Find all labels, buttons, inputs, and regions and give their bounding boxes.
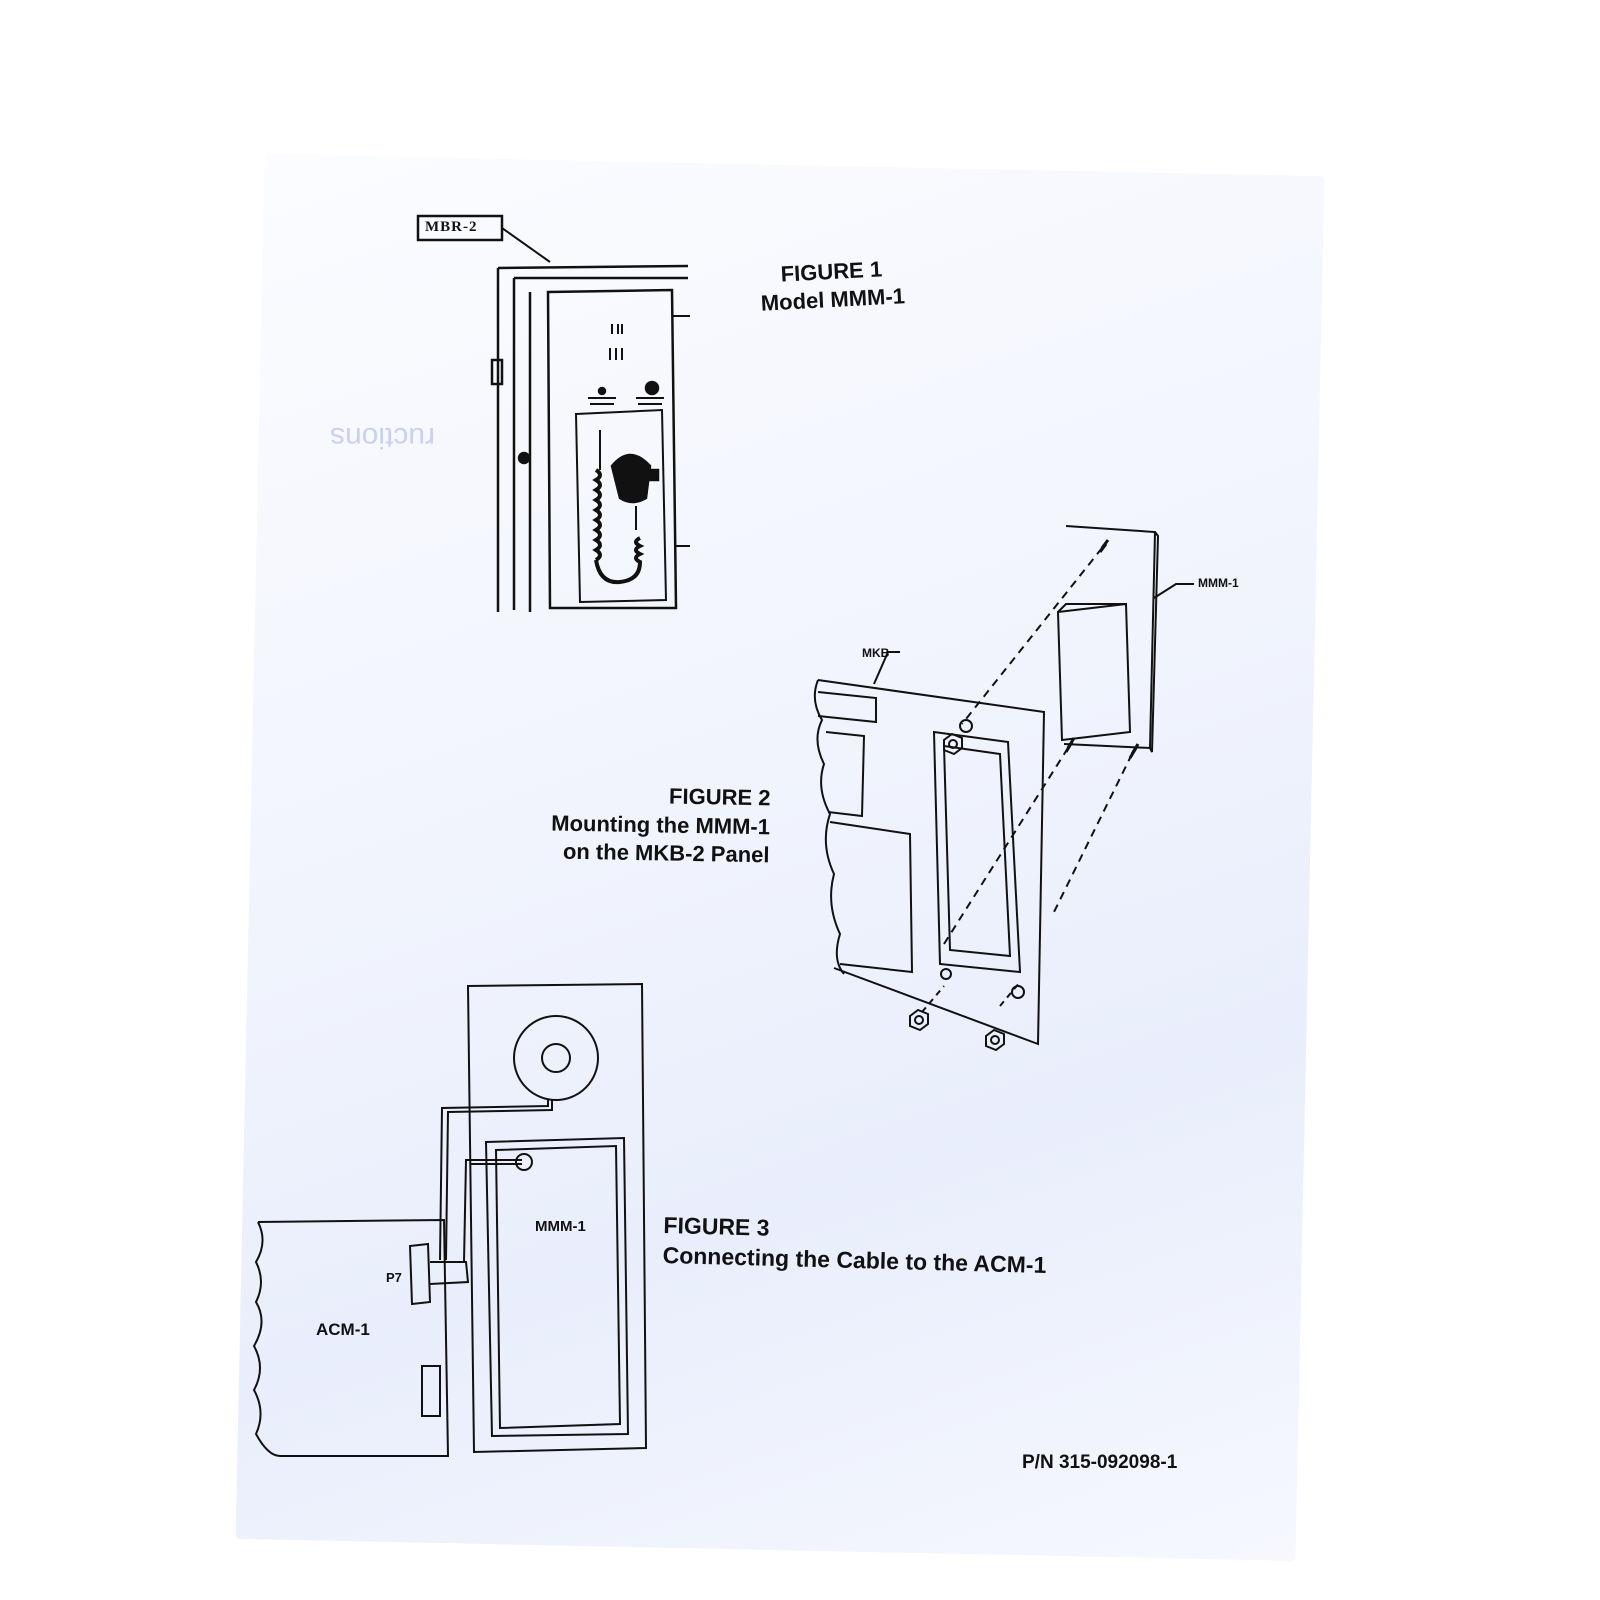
figure2-caption: FIGURE 2 Mounting the MMM-1 on the MKB-2…	[504, 780, 771, 870]
figure2-line1: Mounting the MMM-1	[551, 810, 771, 839]
figure2-drawing	[813, 525, 1194, 1052]
figure3-drawing	[252, 982, 648, 1457]
figure3-label-acm: ACM-1	[316, 1320, 370, 1339]
figure3-label-p7: P7	[386, 1270, 402, 1285]
figure3-label-mmm: MMM-1	[535, 1218, 586, 1235]
figure1-drawing	[416, 214, 690, 612]
bleed-through-text: ructions	[330, 421, 436, 454]
figure2-line2: on the MKB-2 Panel	[562, 838, 770, 868]
part-number: P/N 315-092098-1	[1022, 1452, 1178, 1473]
figure2-title: FIGURE 2	[668, 783, 771, 811]
figure2-label-mmm: MMM-1	[1198, 576, 1239, 590]
figure2-label-mkb: MKB	[862, 646, 890, 660]
figure1-callout-label: MBR-2	[425, 219, 478, 235]
figure3-caption: FIGURE 3 Connecting the Cable to the ACM…	[662, 1211, 1047, 1281]
figure1-caption: FIGURE 1 Model MMM-1	[759, 254, 906, 316]
